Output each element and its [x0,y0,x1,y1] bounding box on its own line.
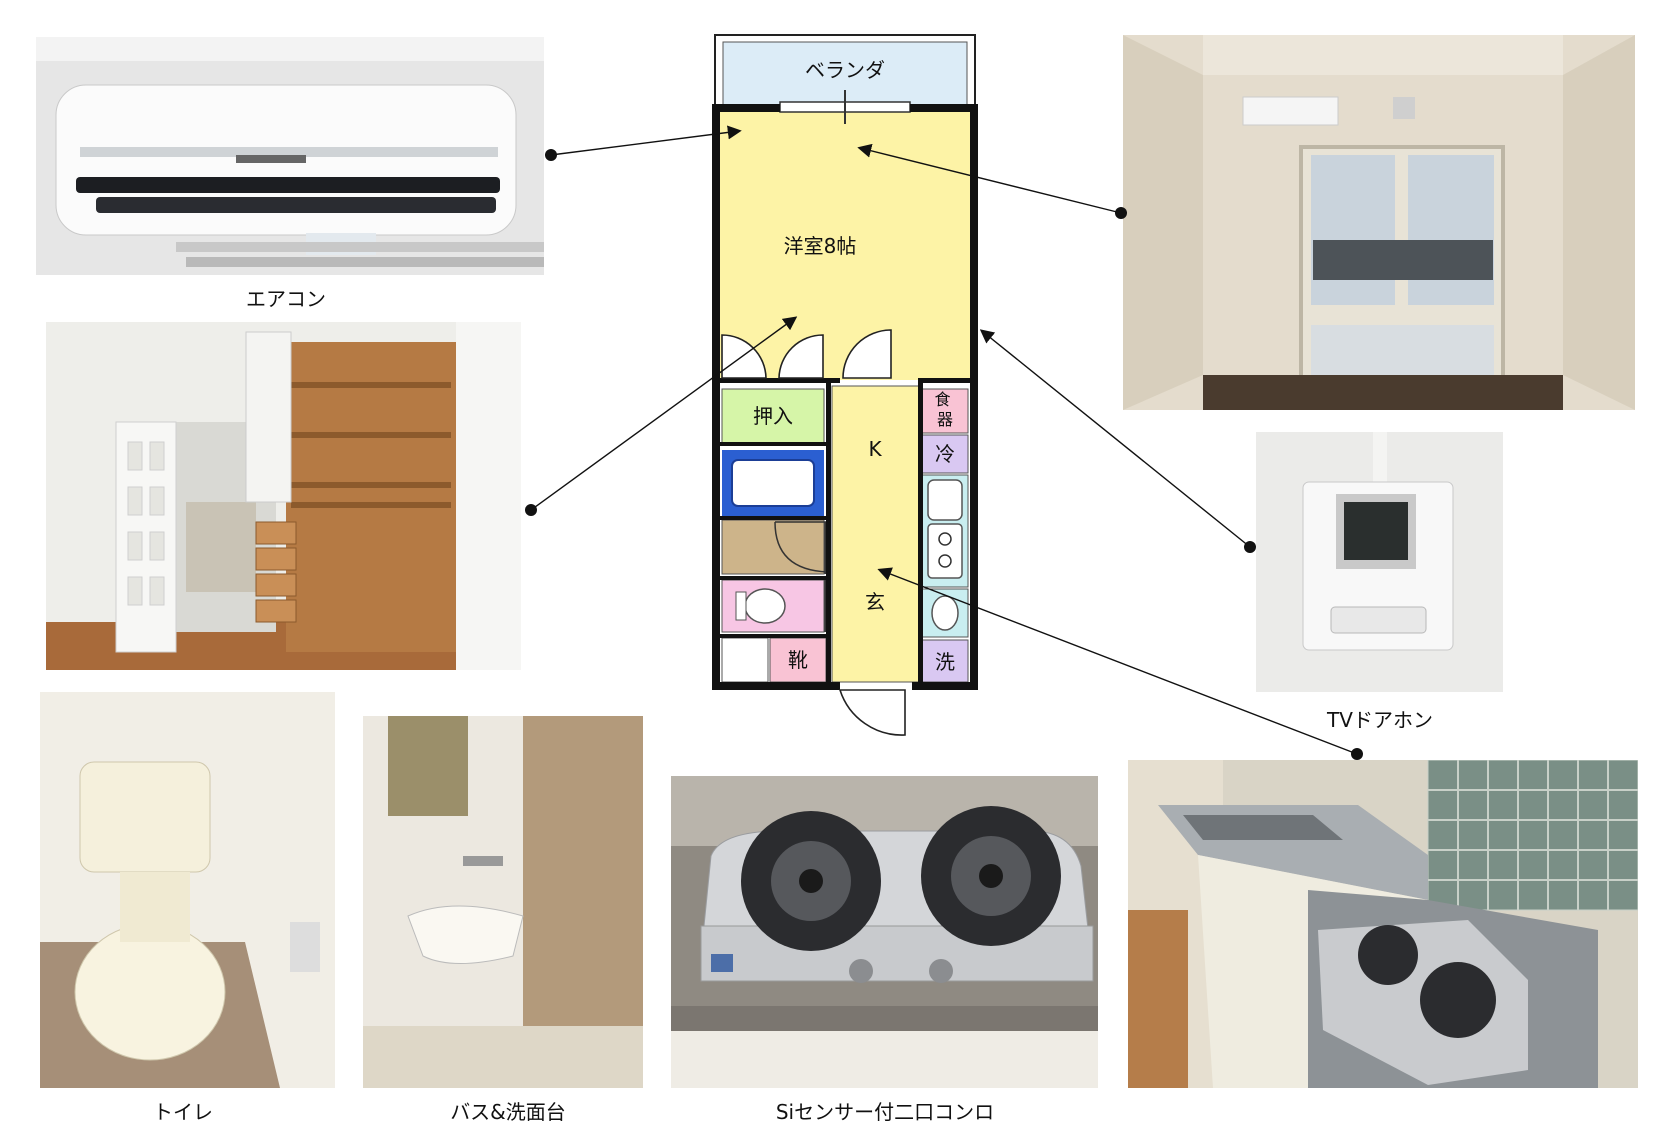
toilet-caption: トイレ [153,1100,213,1124]
washroom [721,519,825,575]
bathtub [722,450,824,516]
washing-machine-space [921,588,969,638]
aircon-photo [36,37,544,275]
sink-and-stove [921,474,969,588]
toilet-room [721,579,825,633]
cupboard-label: 食 器 [934,390,955,429]
stove-caption: Siセンサー付二口コンロ [775,1100,995,1124]
toilet-photo [40,692,335,1088]
room-label: 洋室8帖 [784,234,857,258]
washer-label: 洗 [935,650,955,674]
bath-caption: バス&洗面台 [450,1100,566,1124]
cupboard-char-2: 器 [937,410,953,429]
cupboard-char-1: 食 [934,390,950,409]
aircon-caption: エアコン [246,287,326,311]
balcony-label: ベランダ [805,58,885,82]
kitchen-label: K [868,437,882,461]
stove-photo [671,776,1098,1088]
bath-photo [363,716,643,1088]
kitchen-photo [1128,760,1638,1088]
fridge [921,434,969,474]
room-window-photo [1123,35,1635,410]
kitchen-corridor [831,385,921,683]
cupboard [921,388,969,434]
closet-label: 押入 [753,404,793,428]
entrance-label: 玄 [865,590,885,614]
storage [721,637,769,683]
closet-photo [46,322,521,670]
shoes-label: 靴 [788,648,808,672]
balcony: ベランダ [714,34,976,109]
fridge-label: 冷 [935,442,955,466]
